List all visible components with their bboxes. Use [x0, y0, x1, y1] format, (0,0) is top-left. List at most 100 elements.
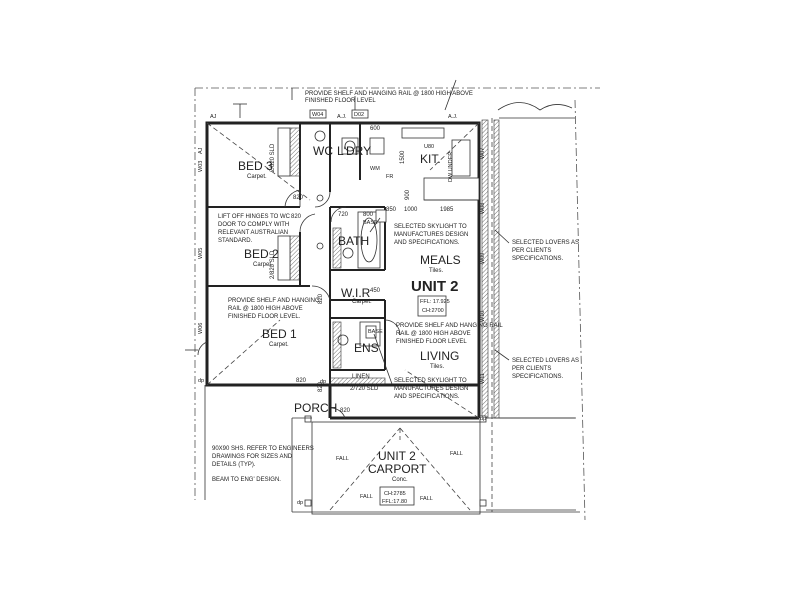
- room-label-wc: WC: [313, 144, 333, 158]
- tag-fall-4: FALL: [360, 494, 373, 500]
- note-ens-shelf-3: FINISHED FLOOR LEVEL: [396, 339, 467, 345]
- dim-1000: 1000: [404, 207, 418, 213]
- room-label-ldry: L'DRY: [337, 144, 371, 158]
- tag-aj-2: A.J.: [337, 114, 347, 120]
- note-liftoff-4: STANDARD.: [218, 238, 253, 244]
- carport-ch: CH:2785: [384, 491, 406, 497]
- room-label-bed1: BED 1: [262, 327, 297, 341]
- dim-sld-2: 2/820 SLD: [270, 250, 276, 279]
- note-skylight2-1: SELECTED SKYLIGHT TO: [394, 378, 467, 384]
- carport-finish: Conc.: [392, 477, 408, 483]
- room-label-living: LIVING: [420, 349, 459, 363]
- room-finish-living: Tiles.: [430, 364, 444, 370]
- tag-w03: W03: [198, 161, 204, 172]
- note-shs-1: 90X90 SHS. REFER TO ENGINEERS: [212, 446, 314, 452]
- room-labels: BED 3 Carpet. WC L'DRY KIT. BED 2 Carpet…: [238, 144, 461, 506]
- dim-800: 800: [363, 212, 374, 218]
- dim-sld-3: 2/720 SLD: [350, 386, 379, 392]
- room-label-porch: PORCH: [294, 401, 337, 415]
- note-shs-3: DETAILS (TYP).: [212, 462, 256, 468]
- dim-720: 720: [338, 212, 349, 218]
- note-bed1-shelf-3: FINISHED FLOOR LEVEL.: [228, 314, 301, 320]
- note-beam: BEAM TO ENG' DESIGN.: [212, 477, 281, 483]
- skylights: [365, 209, 447, 339]
- window-tags: W04 D02 W03 W05 W06 W07 W08 W09 W10 W11 …: [198, 109, 486, 506]
- label-base-1: BASE: [363, 220, 378, 226]
- note-skylight1-3: AND SPECIFICATIONS.: [394, 240, 460, 246]
- room-label-bed2: BED 2: [244, 247, 279, 261]
- tag-w04: W04: [312, 112, 323, 118]
- room-label-linen: LINEN: [352, 374, 370, 380]
- dim-600: 600: [370, 126, 381, 132]
- note-liftoff-3: RELEVANT AUSTRALIAN: [218, 230, 288, 236]
- dim-820-a: 820: [293, 195, 304, 201]
- tag-w07: W07: [480, 148, 486, 159]
- tag-w05: W05: [198, 248, 204, 259]
- unit-label: UNIT 2: [411, 278, 459, 295]
- tag-fall-3: FALL: [420, 496, 433, 502]
- tag-aj-3: AJ: [198, 147, 204, 154]
- label-wm: WM: [370, 166, 380, 172]
- unit-ffl: FFL: 17.925: [420, 299, 450, 305]
- dimension-labels: 600 1500 900 850 1000 1985 720 800 450 8…: [270, 126, 454, 414]
- note-shs-2: DRAWINGS FOR SIZES AND: [212, 454, 293, 460]
- note-ens-shelf-2: RAIL @ 1800 HIGH ABOVE: [396, 331, 471, 337]
- site-boundary-lines: [194, 79, 600, 521]
- room-finish-bed3: Carpet.: [247, 174, 267, 180]
- room-label-kit: KIT.: [420, 152, 441, 166]
- room-finish-bed1: Carpet.: [269, 342, 289, 348]
- note-liftoff-1: LIFT OFF HINGES TO WC: [218, 214, 291, 220]
- room-label-bed3: BED 3: [238, 159, 273, 173]
- label-base-2: BASE: [368, 329, 383, 335]
- room-label-meals: MEALS: [420, 253, 461, 267]
- room-finish-bed2: Carpet.: [253, 262, 273, 268]
- tag-w08: W08: [480, 203, 486, 214]
- note-top-shelf-2: FINISHED FLOOR LEVEL: [305, 98, 376, 104]
- dim-1500: 1500: [400, 150, 406, 164]
- note-skylight2-3: AND SPECIFICATIONS.: [394, 394, 460, 400]
- note-bed1-shelf-2: RAIL @ 1800 HIGH ABOVE: [228, 306, 303, 312]
- carport: [291, 415, 580, 515]
- dim-850: 850: [386, 207, 397, 213]
- dim-1985: 1985: [440, 207, 454, 213]
- note-louver2-2: PER CLIENTS: [512, 366, 551, 372]
- dim-900: 900: [405, 189, 411, 200]
- unit-ch: CH:2700: [422, 308, 444, 314]
- room-finish-meals: Tiles.: [429, 268, 443, 274]
- carport-ffl: FFL:17.80: [382, 499, 407, 505]
- tag-dp-3: dp: [297, 500, 303, 506]
- dim-820-b: 820: [291, 214, 302, 220]
- label-fr: FR: [386, 174, 393, 180]
- tag-dp-4: dp: [480, 416, 486, 422]
- tag-fall-2: FALL: [450, 451, 463, 457]
- doors: [197, 189, 401, 419]
- note-skylight1-2: MANUFACTURES DESIGN: [394, 232, 468, 238]
- room-label-ens: ENS: [354, 341, 379, 355]
- note-ens-shelf-1: PROVIDE SHELF AND HANGING RAIL: [396, 323, 503, 329]
- room-label-bath: BATH: [338, 234, 369, 248]
- note-louver2-1: SELECTED LOVERS AS: [512, 358, 579, 364]
- tag-aj-4: A.J.: [448, 114, 458, 120]
- dim-450: 450: [370, 288, 381, 294]
- annotation-notes: PROVIDE SHELF AND HANGING RAIL @ 1800 HI…: [212, 91, 579, 483]
- label-u80: U80: [424, 144, 434, 150]
- label-dw-under: DW UNDER: [448, 152, 454, 182]
- note-louver1-1: SELECTED LOVERS AS: [512, 240, 579, 246]
- carport-label-2: CARPORT: [368, 462, 427, 476]
- room-label-wir: W.I.R: [341, 286, 371, 300]
- tag-dp-2: dp: [320, 379, 326, 385]
- dim-sld-1: 2/820 SLD: [270, 143, 276, 172]
- tag-w10: W10: [480, 311, 486, 322]
- room-finish-wir: Carpet.: [352, 299, 372, 305]
- leader-lines: [185, 96, 510, 385]
- note-bed1-shelf-1: PROVIDE SHELF AND HANGING: [228, 298, 320, 304]
- tag-d02: D02: [354, 112, 364, 118]
- dim-820-d: 820: [296, 378, 307, 384]
- dim-820-c: 820: [318, 293, 324, 304]
- note-top-shelf-1: PROVIDE SHELF AND HANGING RAIL @ 1800 HI…: [305, 91, 473, 97]
- note-skylight2-2: MANUFACTURES DESIGN: [394, 386, 468, 392]
- tag-fall-1: FALL: [336, 456, 349, 462]
- note-louver1-3: SPECIFICATIONS.: [512, 256, 564, 262]
- dim-820-f: 820: [318, 381, 324, 392]
